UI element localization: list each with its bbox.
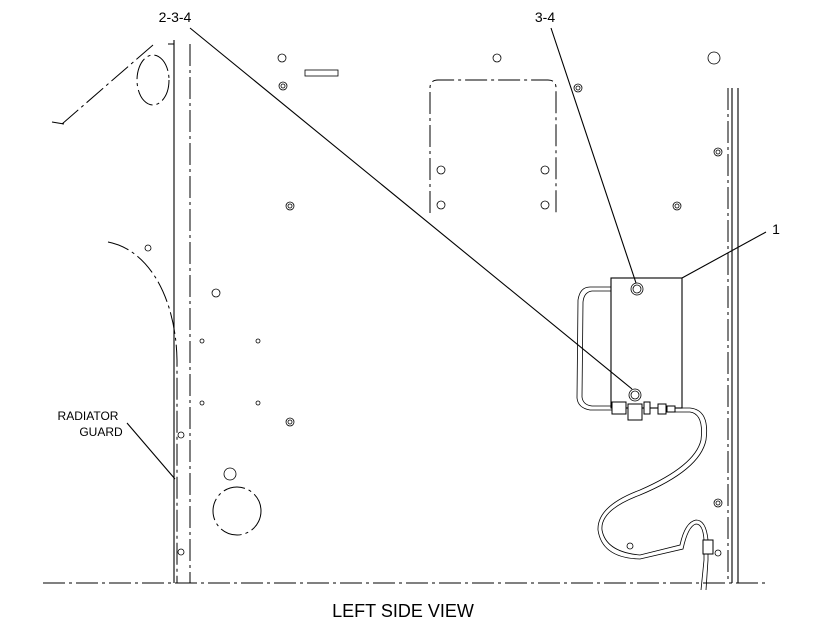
callout-2-3-4: 2-3-4: [159, 9, 192, 25]
fasteners: [144, 51, 723, 556]
right-frame: [727, 88, 739, 583]
leader-radiator-guard: [126, 422, 176, 480]
leader-1: [681, 231, 767, 279]
callout-1: 1: [772, 221, 780, 237]
upper-left-diagonal: [61, 44, 154, 125]
oval-hole: [136, 54, 170, 106]
view-title: LEFT SIDE VIEW: [332, 601, 474, 621]
radiator-guard-label-line2: GUARD: [79, 425, 123, 439]
hose-fitting: [611, 401, 676, 421]
leader-3-4: [550, 27, 637, 284]
slot: [304, 69, 339, 77]
hose-left-loop-inner: [581, 290, 612, 407]
upper-cutout: [429, 79, 557, 213]
radiator-guard-label-line1: RADIATOR: [58, 409, 119, 423]
component-box: [610, 277, 683, 409]
callout-3-4: 3-4: [535, 9, 555, 25]
radiator-guard-frame: [168, 40, 191, 583]
leader-2-3-4: [189, 27, 633, 390]
upper-left-tick: [51, 121, 65, 125]
hose-right: [601, 407, 709, 591]
shroud-arc: [107, 241, 178, 583]
large-round-hole: [212, 486, 262, 536]
hose-right-inner: [597, 411, 705, 591]
hose-clamp: [702, 539, 722, 557]
hose-left-loop: [576, 286, 612, 411]
